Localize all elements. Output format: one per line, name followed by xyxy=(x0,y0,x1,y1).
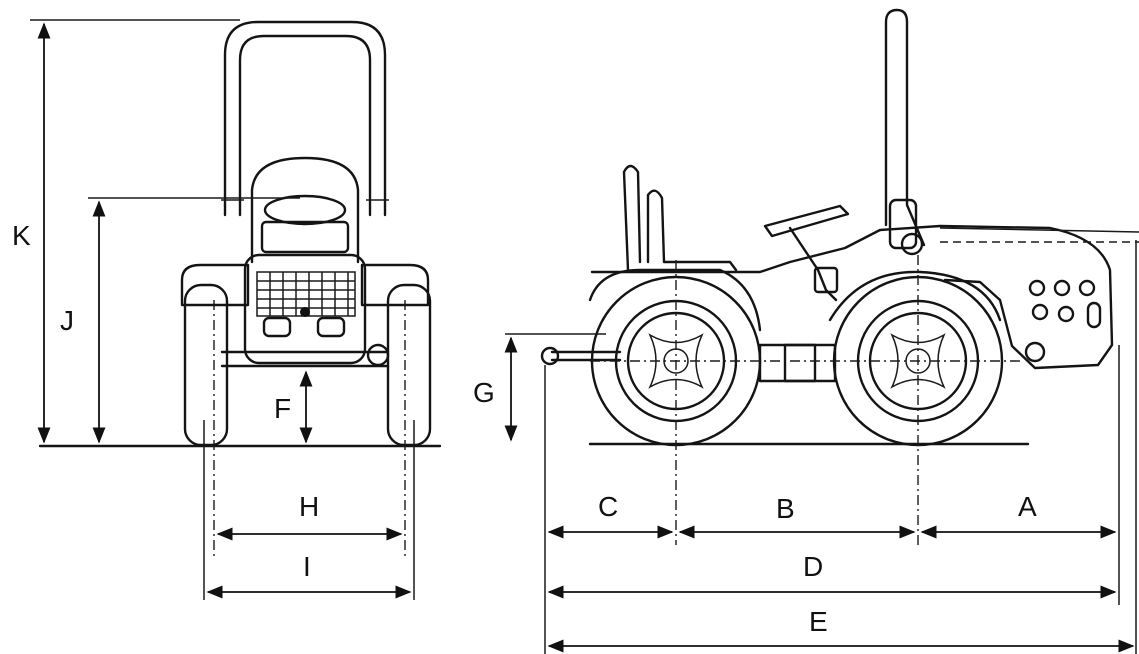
front-view: K J F H I xyxy=(12,19,442,600)
front-headlight-left xyxy=(262,316,292,338)
label-G: G xyxy=(473,377,495,408)
side-front-fender xyxy=(828,270,1002,322)
label-H: H xyxy=(299,491,319,522)
side-seat xyxy=(622,164,738,272)
front-headlight-right xyxy=(316,316,346,338)
side-rear-fender xyxy=(588,268,762,332)
front-seat xyxy=(250,156,360,264)
label-C: C xyxy=(598,491,618,522)
side-steering-column xyxy=(788,226,838,302)
label-B: B xyxy=(776,493,795,524)
front-wheel-right xyxy=(386,283,432,447)
front-wheel-left xyxy=(183,283,229,447)
front-steering-wheel xyxy=(263,194,347,226)
side-body xyxy=(590,224,1114,370)
front-fender-left xyxy=(180,263,250,307)
label-A: A xyxy=(1018,491,1037,522)
side-vent-holes xyxy=(1028,279,1102,329)
label-F: F xyxy=(274,393,291,424)
label-J: J xyxy=(60,305,74,336)
front-hood xyxy=(243,253,367,365)
front-roll-bar xyxy=(223,20,387,217)
side-roll-bar xyxy=(884,8,926,247)
label-K: K xyxy=(12,220,31,251)
label-I: I xyxy=(303,551,311,582)
label-D: D xyxy=(803,551,823,582)
front-fender-right xyxy=(360,263,430,307)
side-view: G C B A D E xyxy=(473,8,1139,654)
label-E: E xyxy=(809,606,828,637)
